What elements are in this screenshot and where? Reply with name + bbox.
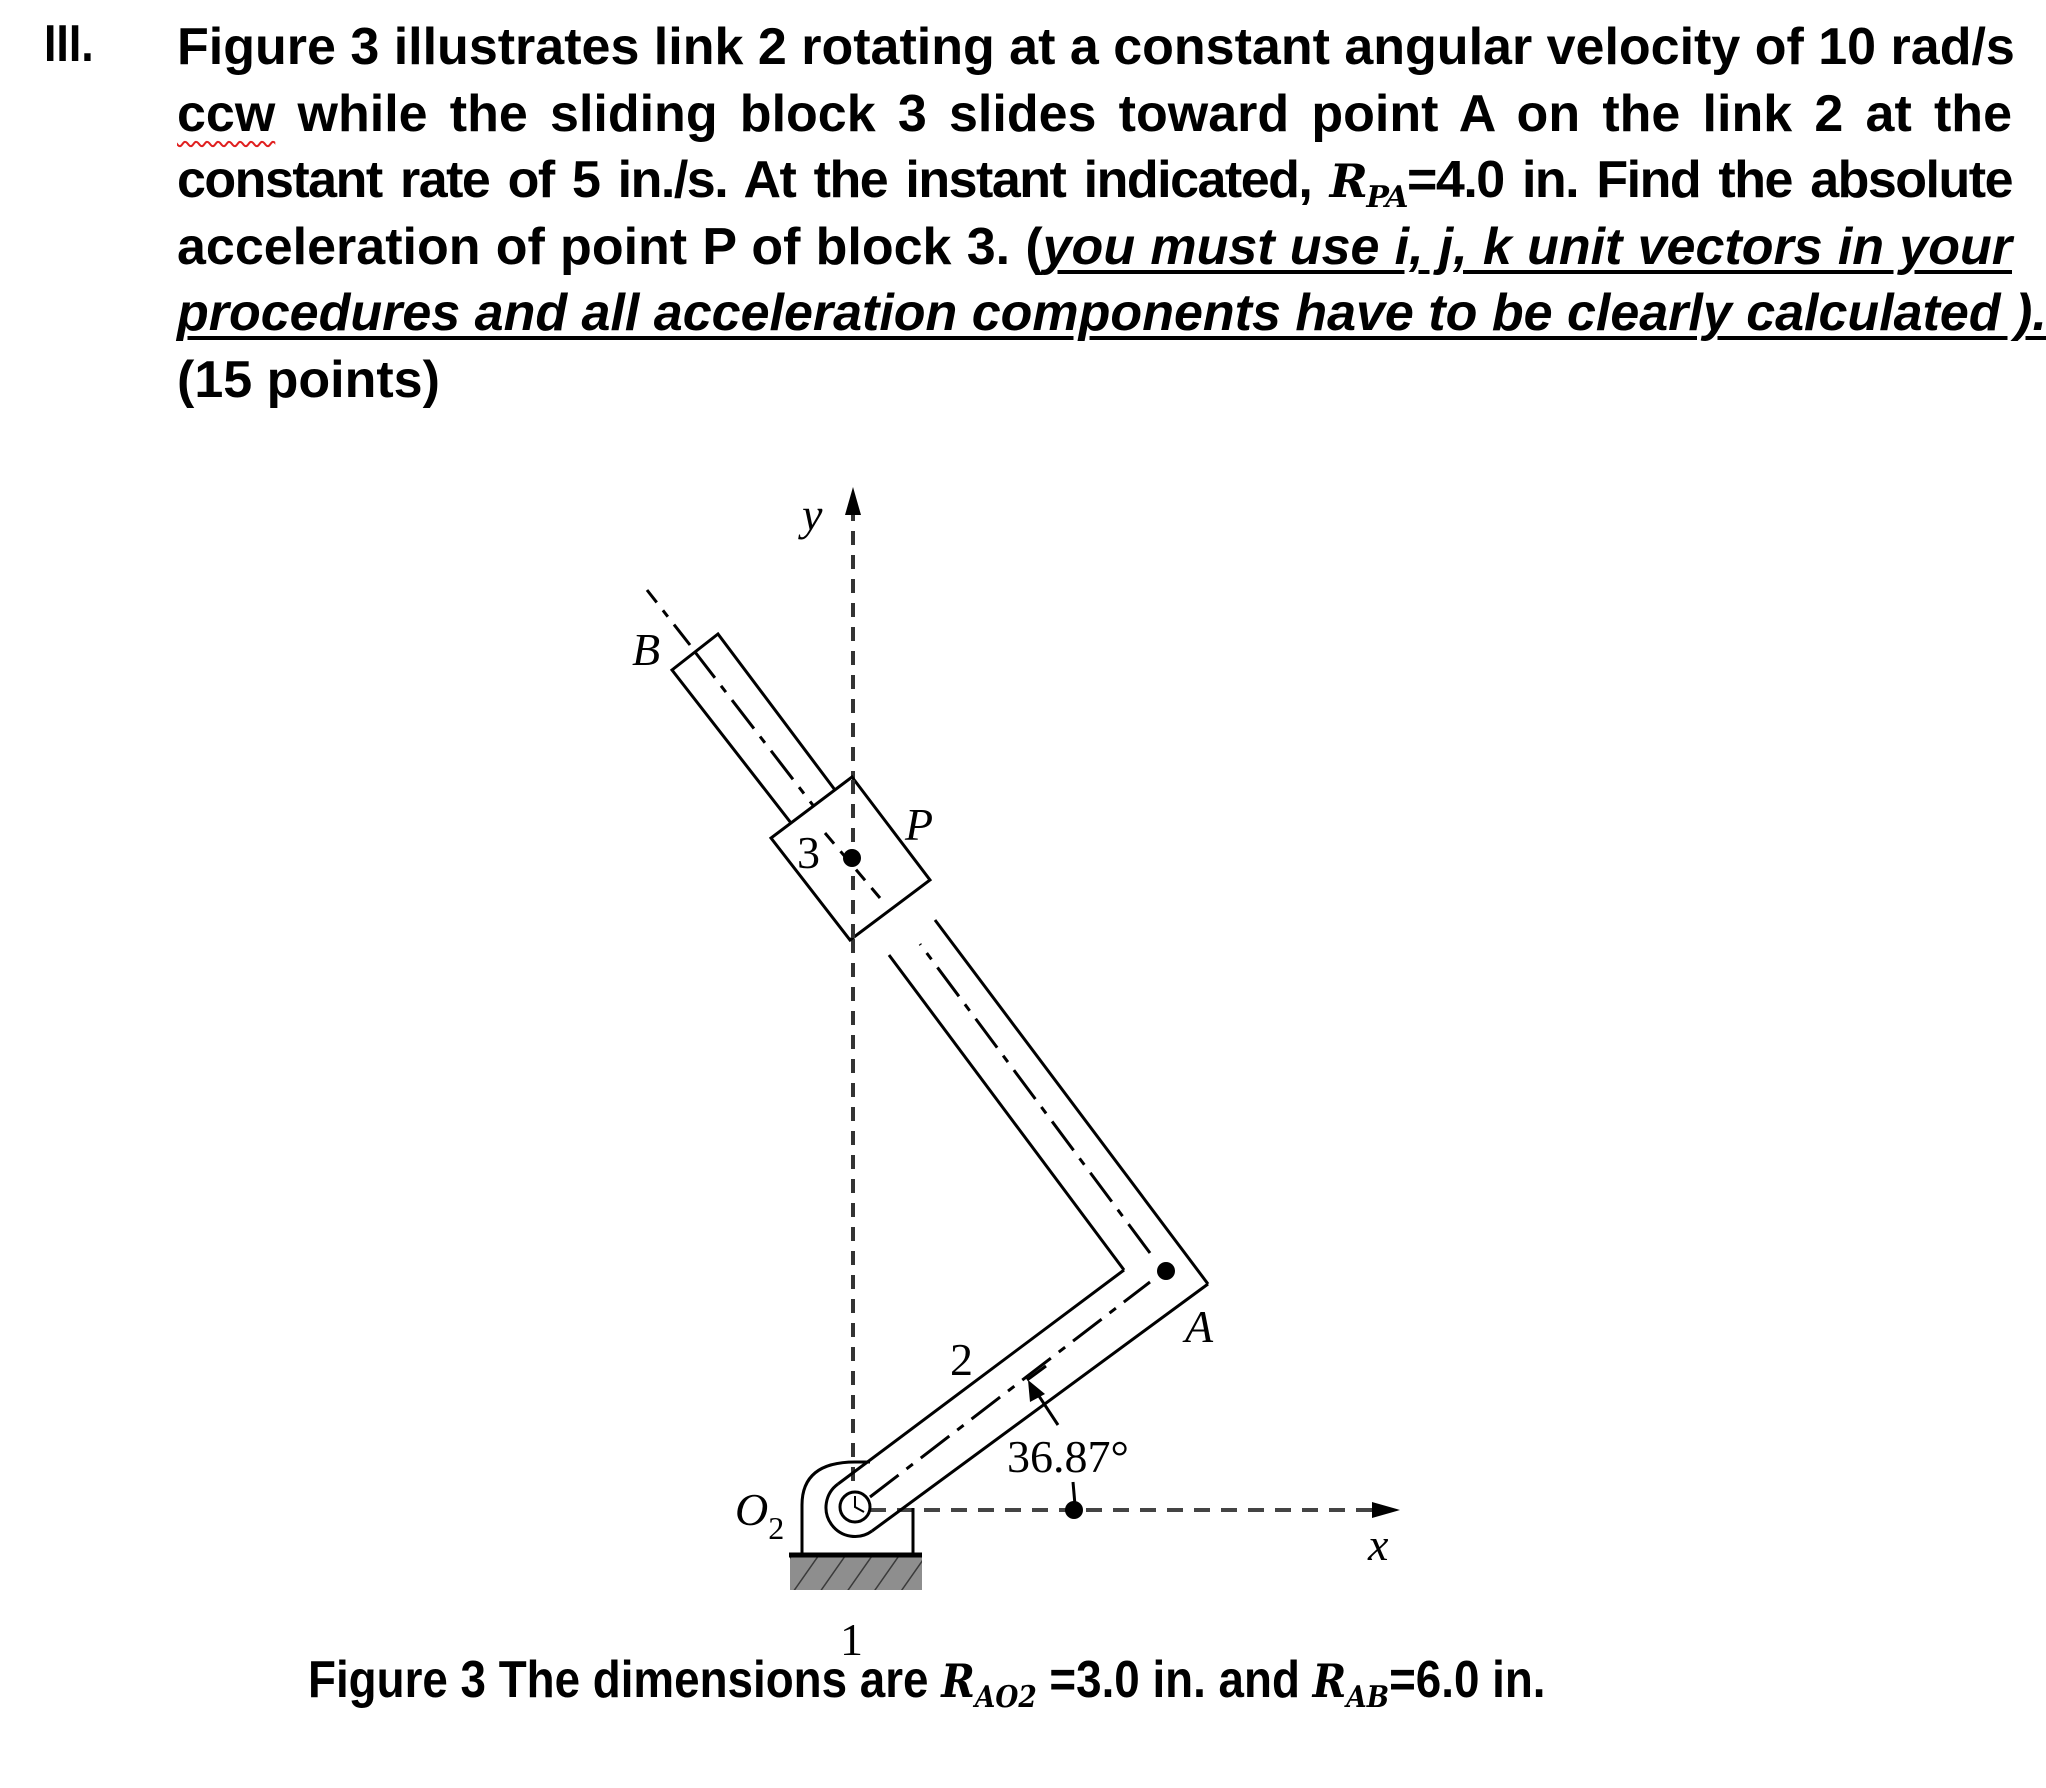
block-3-label: 3	[797, 827, 820, 878]
instruction-emphasis-2: procedures and all acceleration componen…	[177, 284, 2046, 343]
point-p-label: P	[904, 799, 933, 850]
pivot-o2-label: O2	[735, 1484, 784, 1546]
link-2-label: 2	[950, 1334, 973, 1385]
question-line-3: constant rate of 5 in./s. At the instant…	[177, 151, 2014, 216]
pivot-bracket	[800, 1460, 915, 1555]
ground-1-label: 1	[840, 1614, 863, 1665]
r-ab-symbol: RAB	[1312, 1654, 1390, 1715]
question-number: III.	[44, 15, 94, 73]
link-2	[645, 589, 1210, 1538]
question-line-2: ccw while the sliding block 3 slides tow…	[177, 84, 2012, 143]
question-line-1: Figure 3 illustrates link 2 rotating at …	[177, 18, 2015, 76]
point-a-label: A	[1182, 1301, 1214, 1352]
y-axis	[845, 487, 861, 1505]
x-axis-label: x	[1367, 1519, 1389, 1570]
r-ao2-symbol: RAO2	[941, 1654, 1037, 1715]
ground-link-1	[789, 1552, 922, 1590]
angle-label: 36.87°	[1007, 1431, 1129, 1482]
r-pa-symbol: RPA	[1329, 154, 1409, 216]
point-a-dot	[1157, 1262, 1175, 1280]
instruction-emphasis-1: you must use i, j, k unit vectors in you…	[1042, 217, 2012, 276]
point-p-dot	[843, 849, 861, 867]
angle-marker	[1026, 1364, 1083, 1519]
question-line-4: acceleration of point P of block 3. (you…	[177, 217, 2012, 276]
figure-caption: Figure 3 The dimensions are RAO2 =3.0 in…	[308, 1651, 1546, 1715]
ccw-word: ccw	[177, 84, 276, 143]
question-paragraph: Figure 3 illustrates link 2 rotating at …	[177, 14, 2046, 414]
points-label: (15 points)	[177, 350, 440, 409]
y-axis-label: y	[798, 489, 823, 540]
x-axis	[870, 1502, 1400, 1518]
point-b-label: B	[632, 624, 660, 675]
